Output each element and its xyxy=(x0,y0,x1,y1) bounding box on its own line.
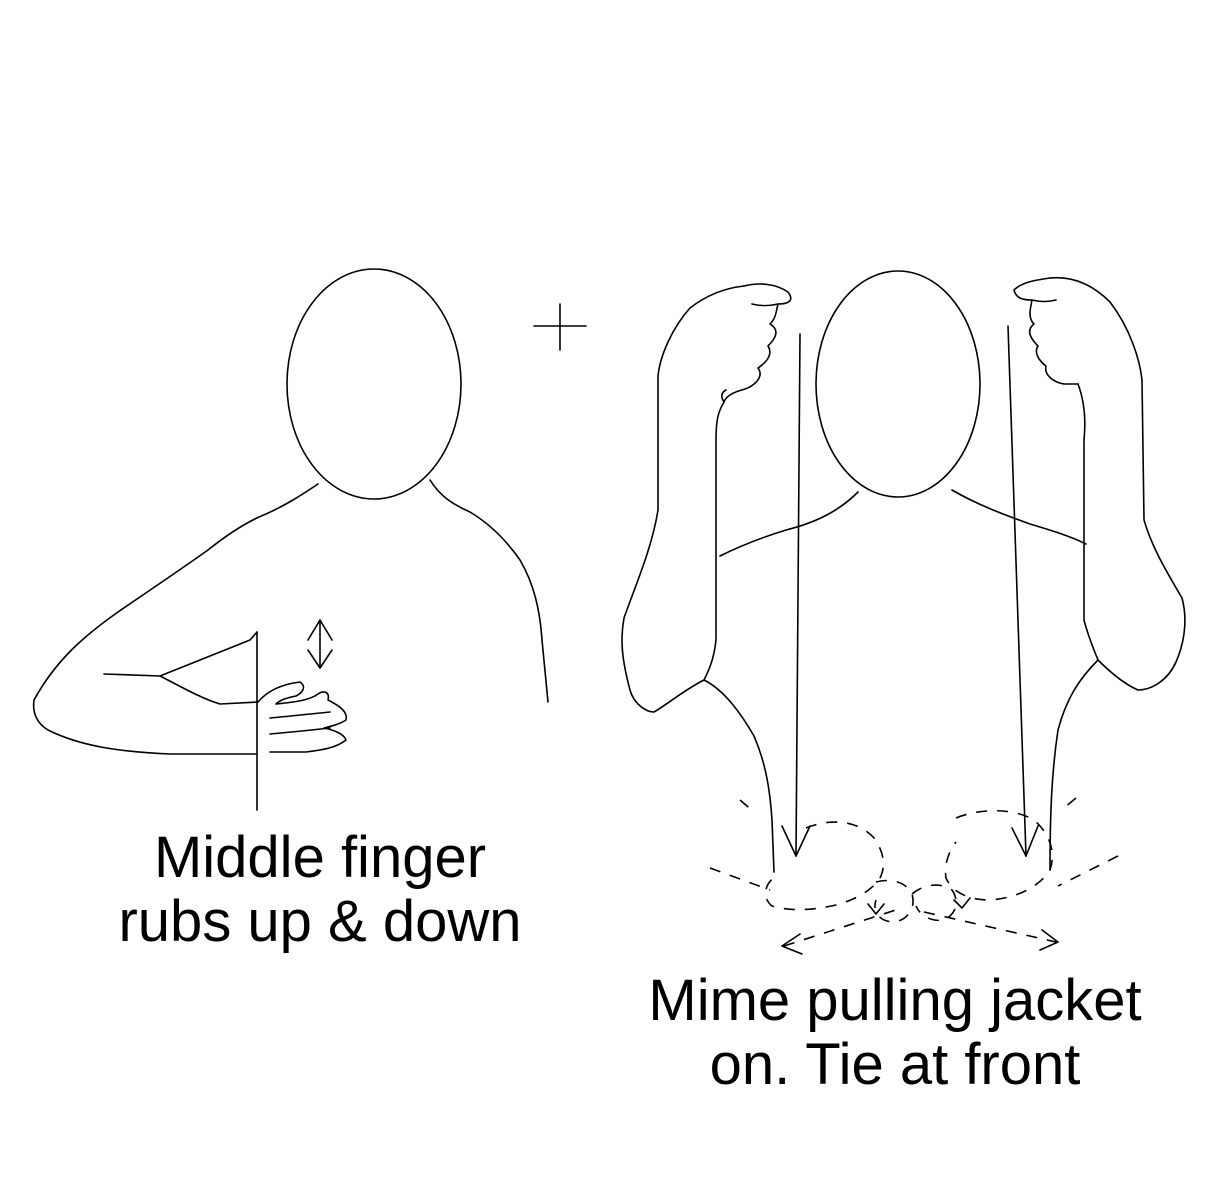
left-figure-finger-2 xyxy=(269,727,331,735)
plus-sign-icon xyxy=(533,303,587,351)
right-figure-dashed-motion-left xyxy=(709,867,771,891)
right-figure-left-fist-knuckle xyxy=(751,303,779,307)
right-figure-right-fist xyxy=(1013,277,1079,385)
right-figure-left-torso xyxy=(703,679,775,873)
right-figure-left-fist xyxy=(721,283,792,403)
right-figure-small-arrow-left xyxy=(867,903,885,915)
right-figure-dashed-knot xyxy=(874,879,957,923)
right-figure-left-arm-outer xyxy=(621,285,745,713)
left-figure-forearm xyxy=(32,699,257,755)
left-figure-chest-line xyxy=(159,631,258,677)
down-arrow-left-icon xyxy=(781,333,811,857)
right-caption-line1: Mime pulling jacket xyxy=(648,968,1141,1033)
right-figure-dashed-motion-right xyxy=(1057,855,1119,887)
left-caption-line2: rubs up & down xyxy=(118,889,521,954)
left-figure-forearm-top xyxy=(103,673,259,705)
right-figure-dashed-tick-right xyxy=(1063,797,1077,809)
left-figure-finger-1 xyxy=(269,711,331,719)
up-down-arrow-icon xyxy=(307,619,333,669)
right-figure-dashed-left-fist xyxy=(764,821,885,911)
down-arrow-right-icon xyxy=(1007,325,1039,857)
left-caption-line1: Middle finger xyxy=(154,825,486,890)
dashed-double-arrow-icon xyxy=(781,907,1059,955)
right-figure-collar xyxy=(719,491,859,557)
left-figure xyxy=(32,268,549,811)
right-figure-right-arm-outer xyxy=(1049,276,1186,691)
left-figure-hand xyxy=(257,681,348,753)
right-figure-head xyxy=(815,270,981,498)
left-figure-shoulder-left xyxy=(33,483,319,701)
left-figure-shoulder-right xyxy=(429,479,549,703)
right-figure-left-arm-inner xyxy=(703,401,725,681)
right-figure-dashed-right-fist xyxy=(944,809,1054,901)
right-figure-right-fist-knuckle xyxy=(1031,299,1057,303)
left-figure-head xyxy=(286,268,462,500)
right-figure-collar-right xyxy=(951,489,1087,545)
right-figure-right-torso xyxy=(1049,659,1099,871)
right-figure-small-arrow-right xyxy=(953,897,971,909)
right-caption-line2: on. Tie at front xyxy=(710,1032,1081,1097)
right-figure-dashed-tick-left xyxy=(739,799,755,813)
right-figure xyxy=(621,270,1186,955)
right-figure-right-arm-inner xyxy=(1077,383,1099,661)
